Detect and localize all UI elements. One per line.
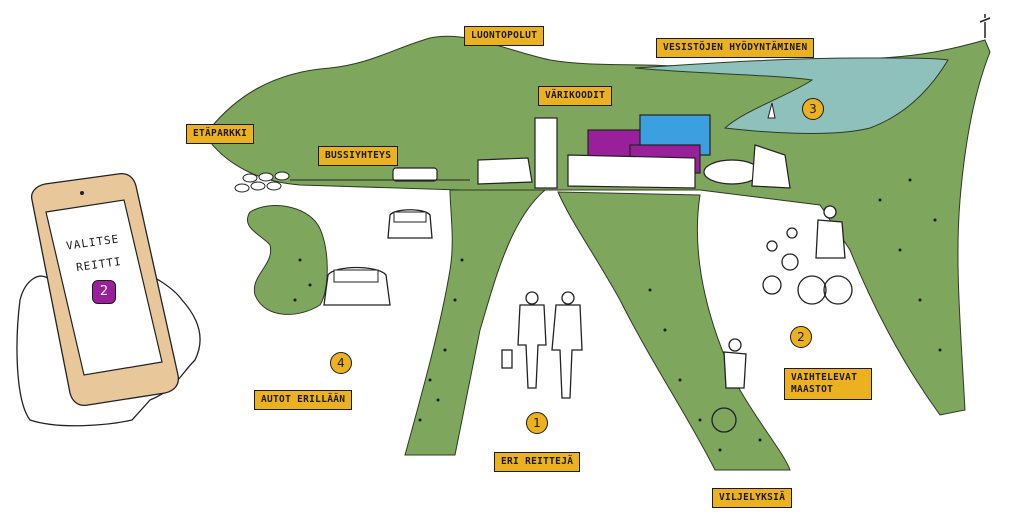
label-autot: AUTOT ERILLÄÄN bbox=[254, 390, 353, 410]
round-pavilion bbox=[703, 159, 761, 185]
phone-speaker-dot bbox=[80, 191, 84, 195]
green-strip-left bbox=[404, 189, 547, 456]
statue bbox=[979, 14, 991, 38]
marker-1[interactable]: 1 bbox=[526, 412, 548, 434]
parked-cars bbox=[234, 171, 290, 193]
label-eri-reitteja: ERI REITTEJÄ bbox=[494, 452, 581, 472]
label-vesistojen: VESISTÖJEN HYÖDYNTÄMINEN bbox=[656, 38, 815, 58]
car-near bbox=[323, 266, 391, 306]
phone-route-badge[interactable]: 2 bbox=[92, 280, 116, 304]
green-strip-center bbox=[557, 191, 791, 471]
marker-2[interactable]: 2 bbox=[790, 326, 812, 348]
label-viljelyksia: VILJELYKSIÄ bbox=[712, 488, 793, 508]
label-etaparkki: ETÄPARKKI bbox=[186, 124, 255, 144]
marker-4[interactable]: 4 bbox=[330, 352, 352, 374]
label-varikoodit: VÄRIKOODIT bbox=[538, 86, 613, 106]
label-vaihtelevat: VAIHTELEVAT MAASTOT bbox=[784, 368, 872, 400]
car-far bbox=[387, 209, 433, 239]
label-luontopolut: LUONTOPOLUT bbox=[464, 26, 545, 46]
bus bbox=[392, 167, 438, 182]
walking-people bbox=[501, 291, 583, 399]
marker-3[interactable]: 3 bbox=[802, 98, 824, 120]
lake bbox=[634, 57, 949, 134]
green-island bbox=[247, 205, 328, 315]
cyclists bbox=[711, 205, 853, 433]
tower-building bbox=[534, 117, 558, 189]
colonnade bbox=[567, 154, 696, 189]
leaning-building bbox=[751, 144, 791, 189]
sailboat bbox=[767, 102, 776, 119]
foliage-dots bbox=[293, 178, 942, 452]
low-building bbox=[477, 157, 533, 185]
label-bussiyhteys: BUSSIYHTEYS bbox=[318, 146, 399, 166]
